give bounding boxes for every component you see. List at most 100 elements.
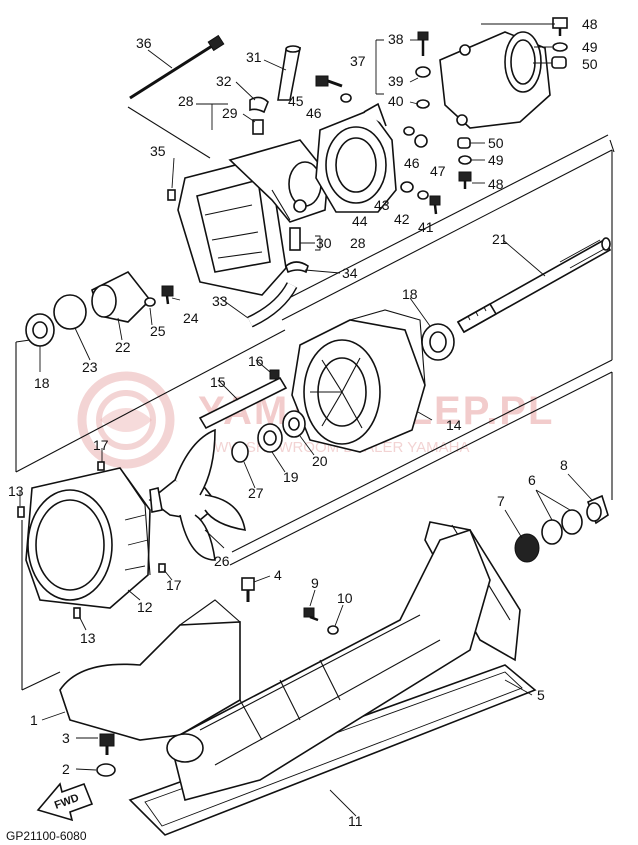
watermark-logo-icon xyxy=(77,371,175,469)
callout-12: 12 xyxy=(137,599,153,615)
callout-47: 47 xyxy=(430,163,446,179)
part-33-hose xyxy=(247,282,298,328)
callout-48b: 48 xyxy=(488,176,504,192)
callout-9: 9 xyxy=(311,575,319,591)
callout-29: 29 xyxy=(222,105,238,121)
callout-11: 11 xyxy=(348,813,363,829)
part-26-impeller xyxy=(148,428,246,561)
callout-10: 10 xyxy=(337,590,353,606)
callout-36: 36 xyxy=(136,35,152,51)
callout-37: 37 xyxy=(350,53,366,69)
callout-6: 6 xyxy=(528,472,536,488)
callout-1: 1 xyxy=(30,712,38,728)
callout-49a: 49 xyxy=(582,39,598,55)
callout-49b: 49 xyxy=(488,152,504,168)
callout-2: 2 xyxy=(62,761,70,777)
callout-41: 41 xyxy=(418,219,434,235)
part-44-ring-housing xyxy=(315,102,397,213)
callout-38: 38 xyxy=(388,31,404,47)
part-50-collar xyxy=(551,56,567,69)
callout-44: 44 xyxy=(352,213,368,229)
callout-50b: 50 xyxy=(488,135,504,151)
part-49b-washer xyxy=(458,155,472,165)
callout-31: 31 xyxy=(246,49,262,65)
part-18-bearing xyxy=(421,323,455,361)
part-22-cone-cap xyxy=(91,270,152,323)
callout-18b: 18 xyxy=(402,286,418,302)
callout-27: 27 xyxy=(248,485,264,501)
callout-7: 7 xyxy=(497,493,505,509)
part-12-duct-housing xyxy=(25,467,151,609)
callout-32: 32 xyxy=(216,73,232,89)
part-29-pin xyxy=(252,119,264,135)
part-43-nut xyxy=(400,181,414,193)
part-10-washer xyxy=(327,625,339,635)
callout-17a: 17 xyxy=(93,437,109,453)
part-41-bolt xyxy=(429,195,441,215)
callout-33: 33 xyxy=(212,293,228,309)
callout-35: 35 xyxy=(150,143,166,159)
part-19-bearing xyxy=(257,423,283,453)
part-14-stator-housing xyxy=(291,309,426,453)
callout-13b: 13 xyxy=(80,630,96,646)
callout-20: 20 xyxy=(312,453,328,469)
callout-22: 22 xyxy=(115,339,131,355)
part-3-bolt xyxy=(99,733,115,755)
part-7-gear xyxy=(514,533,540,563)
callout-24: 24 xyxy=(183,310,199,326)
callout-17b: 17 xyxy=(166,577,182,593)
part-42-washer xyxy=(417,190,429,200)
part-46b-washer xyxy=(403,126,415,136)
callout-26: 26 xyxy=(214,553,230,569)
part-48b-bolt xyxy=(458,171,472,189)
callout-34: 34 xyxy=(342,265,358,281)
part-13b-pin xyxy=(73,607,81,619)
part-45-bolt xyxy=(315,75,343,88)
callout-5: 5 xyxy=(537,687,545,703)
callout-25: 25 xyxy=(150,323,166,339)
steering-nozzle xyxy=(439,31,551,129)
callout-48a: 48 xyxy=(582,16,598,32)
part-25-washer xyxy=(144,297,156,307)
part-16-screw xyxy=(269,369,280,380)
callout-14: 14 xyxy=(446,417,462,433)
callout-42: 42 xyxy=(394,211,410,227)
part-32-clip xyxy=(249,96,269,114)
part-21-drive-shaft xyxy=(456,237,612,334)
part-46-washer xyxy=(340,93,352,103)
part-39-bushing xyxy=(415,66,431,78)
callout-21: 21 xyxy=(492,231,508,247)
part-47-nut xyxy=(414,134,428,148)
part-49-washer xyxy=(552,42,568,52)
part-34-clamp xyxy=(285,261,309,274)
callout-30: 30 xyxy=(316,235,332,251)
part-35-pin xyxy=(167,189,176,201)
callout-46a: 46 xyxy=(306,105,322,121)
callout-39: 39 xyxy=(388,73,404,89)
part-36-long-bolt xyxy=(129,34,225,100)
part-40-washer xyxy=(416,99,430,109)
part-18b-bearing xyxy=(25,313,55,347)
callout-28a: 28 xyxy=(178,93,194,109)
callout-4: 4 xyxy=(274,567,282,583)
part-11-ride-plate xyxy=(128,529,537,836)
part-31-rod xyxy=(277,45,301,101)
part-50b-collar xyxy=(457,137,471,149)
fwd-arrow-icon: FWD xyxy=(36,782,94,822)
callout-19: 19 xyxy=(283,469,299,485)
part-30-spacer xyxy=(289,227,301,251)
callout-43: 43 xyxy=(374,197,390,213)
callout-50a: 50 xyxy=(582,56,598,72)
part-9-bolt xyxy=(303,607,319,622)
callout-numbers: 36 31 32 28 29 45 46 37 38 39 40 48 49 5… xyxy=(8,16,598,829)
callout-45: 45 xyxy=(288,93,304,109)
callout-3: 3 xyxy=(62,730,70,746)
part-15-shaft xyxy=(198,376,288,430)
part-4-sensor xyxy=(241,577,255,602)
part-8-cap xyxy=(586,494,609,525)
part-27-washer xyxy=(231,441,249,463)
part-24-bolt xyxy=(161,285,174,305)
assembly-outline-lines xyxy=(15,106,615,691)
callout-46b: 46 xyxy=(404,155,420,171)
